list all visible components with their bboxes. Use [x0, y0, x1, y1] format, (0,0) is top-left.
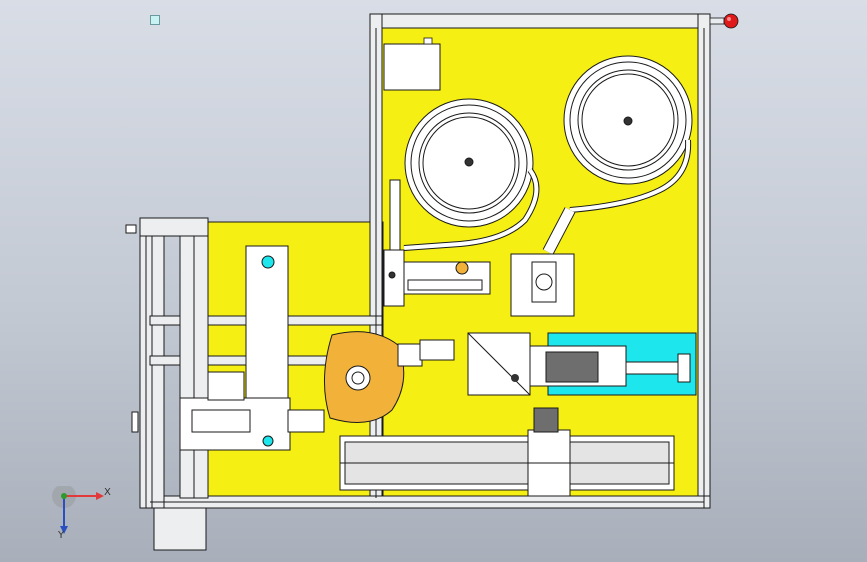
gripper-station[interactable] — [510, 253, 575, 317]
axis-y-label: Y — [58, 530, 65, 541]
frame-top-rail — [369, 13, 711, 29]
frame-lower-extension — [153, 507, 207, 551]
aluminium-frame[interactable] — [125, 13, 711, 551]
ball-knob[interactable] — [709, 13, 739, 29]
controller-box[interactable] — [383, 37, 441, 91]
frame-left-top-block — [139, 217, 209, 237]
rotary-index-table[interactable] — [324, 331, 455, 423]
bottom-linear-guide[interactable] — [339, 407, 675, 497]
coordinate-triad-icon — [52, 486, 104, 534]
side-clip — [131, 411, 139, 433]
bowl-feeder-right[interactable] — [542, 55, 693, 255]
linear-slide-table[interactable] — [467, 332, 697, 396]
left-drive-module[interactable] — [179, 245, 325, 451]
corner-clip — [125, 224, 137, 234]
axis-x-label: X — [104, 487, 111, 498]
bowl-feeder-left[interactable] — [403, 98, 540, 251]
corner-selection-handle-icon[interactable] — [150, 15, 160, 25]
linear-feeder[interactable] — [383, 179, 491, 307]
